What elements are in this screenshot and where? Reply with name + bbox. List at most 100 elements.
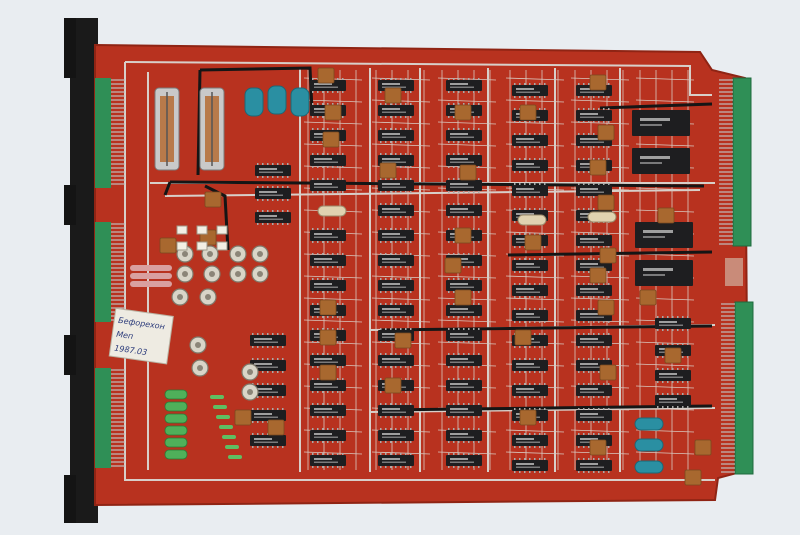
ceramic-capacitor [664, 347, 682, 364]
green-resistor [164, 425, 188, 436]
ic-chip [446, 278, 482, 293]
jumper-wires [163, 66, 713, 412]
ic-chip [512, 358, 548, 373]
ceramic-capacitor [599, 364, 617, 381]
ic-chip [310, 453, 346, 468]
green-resistors [164, 389, 242, 460]
small-capacitor [196, 241, 208, 251]
ic-chip [655, 368, 691, 383]
ceramic-capacitor [589, 159, 607, 176]
right-edge-connectors [719, 77, 754, 475]
electrolytic-capacitors [244, 85, 664, 474]
small-resistor [219, 425, 233, 429]
left-mounting-bracket [64, 18, 98, 523]
ic-chip [446, 378, 482, 393]
small-resistor [210, 395, 224, 399]
wirewound-resistors [154, 87, 225, 171]
ceramic-capacitor [444, 257, 462, 274]
ic-chip [576, 183, 612, 198]
left-connector [95, 222, 111, 322]
ic-chip [512, 458, 548, 473]
ceramic-capacitor [657, 207, 675, 224]
ic-chip [576, 383, 612, 398]
small-resistor [225, 445, 239, 449]
ceramic-capacitor [597, 299, 615, 316]
resistor-network [130, 265, 172, 287]
ceramic-capacitor [589, 267, 607, 284]
ic-chip [378, 253, 414, 268]
ceramic-capacitor [514, 329, 532, 346]
ceramic-capacitor [319, 364, 337, 381]
ceramic-capacitor [459, 164, 477, 181]
ceramic-capacitor [589, 74, 607, 91]
ic-chip [512, 383, 548, 398]
ceramic-capacitor [454, 289, 472, 306]
ic-chip [378, 128, 414, 143]
ceramic-capacitor [234, 409, 252, 426]
green-resistor [164, 437, 188, 448]
ic-chip [446, 303, 482, 318]
ic-chip [378, 353, 414, 368]
left-edge-connectors [95, 78, 125, 468]
small-capacitor [176, 241, 188, 251]
ceramic-capacitor [589, 439, 607, 456]
ic-chip [512, 433, 548, 448]
ic-chip [378, 303, 414, 318]
ic-chip [250, 333, 286, 348]
ceramic-capacitor [519, 409, 537, 426]
ic-chip [446, 203, 482, 218]
ic-chip [446, 353, 482, 368]
right-connector [732, 77, 752, 247]
ceramic-capacitor [694, 439, 712, 456]
ic-chip [255, 210, 291, 225]
ic-chip [446, 328, 482, 343]
ic-chip [255, 163, 291, 178]
ic-chip [512, 158, 548, 173]
ceramic-capacitor [524, 234, 542, 251]
small-resistor [216, 415, 230, 419]
large-ic-chip [635, 222, 693, 248]
ceramic-capacitor [394, 332, 412, 349]
green-resistor [164, 449, 188, 460]
ceramic-capacitor [384, 377, 402, 394]
left-connector [95, 78, 111, 188]
ic-chip [378, 453, 414, 468]
ceramic-capacitor [379, 162, 397, 179]
ic-chip [310, 428, 346, 443]
ic-chip [655, 393, 691, 408]
green-resistor [164, 401, 188, 412]
ic-chip [250, 383, 286, 398]
ceramic-capacitor [454, 227, 472, 244]
ceramic-capacitor [204, 191, 222, 208]
ceramic-capacitor [684, 469, 702, 486]
large-ic-chip [635, 260, 693, 286]
large-ic-chip [632, 148, 690, 174]
small-capacitor [196, 225, 208, 235]
ic-chip [512, 308, 548, 323]
left-connector [95, 368, 111, 468]
ic-chip [310, 403, 346, 418]
ic-chip [378, 178, 414, 193]
ceramic-capacitor [319, 329, 337, 346]
ic-chip [655, 316, 691, 331]
ceramic-capacitor [639, 289, 657, 306]
ic-chip [446, 128, 482, 143]
ceramic-capacitor [267, 419, 285, 436]
ic-chip [378, 278, 414, 293]
ic-chip [576, 108, 612, 123]
ic-chip [576, 233, 612, 248]
ic-chip [378, 103, 414, 118]
ic-chip [250, 358, 286, 373]
ceramic-capacitor [597, 194, 615, 211]
ceramic-capacitor [324, 104, 342, 121]
ceramic-capacitor [322, 131, 340, 148]
ic-chip [512, 183, 548, 198]
green-resistor [164, 413, 188, 424]
large-ic-chip [632, 110, 690, 136]
ic-chip [576, 333, 612, 348]
ic-chip [250, 408, 286, 423]
ic-chip [310, 253, 346, 268]
ceramic-capacitor [597, 124, 615, 141]
ceramic-capacitor [454, 104, 472, 121]
ceramic-capacitors [159, 67, 712, 486]
